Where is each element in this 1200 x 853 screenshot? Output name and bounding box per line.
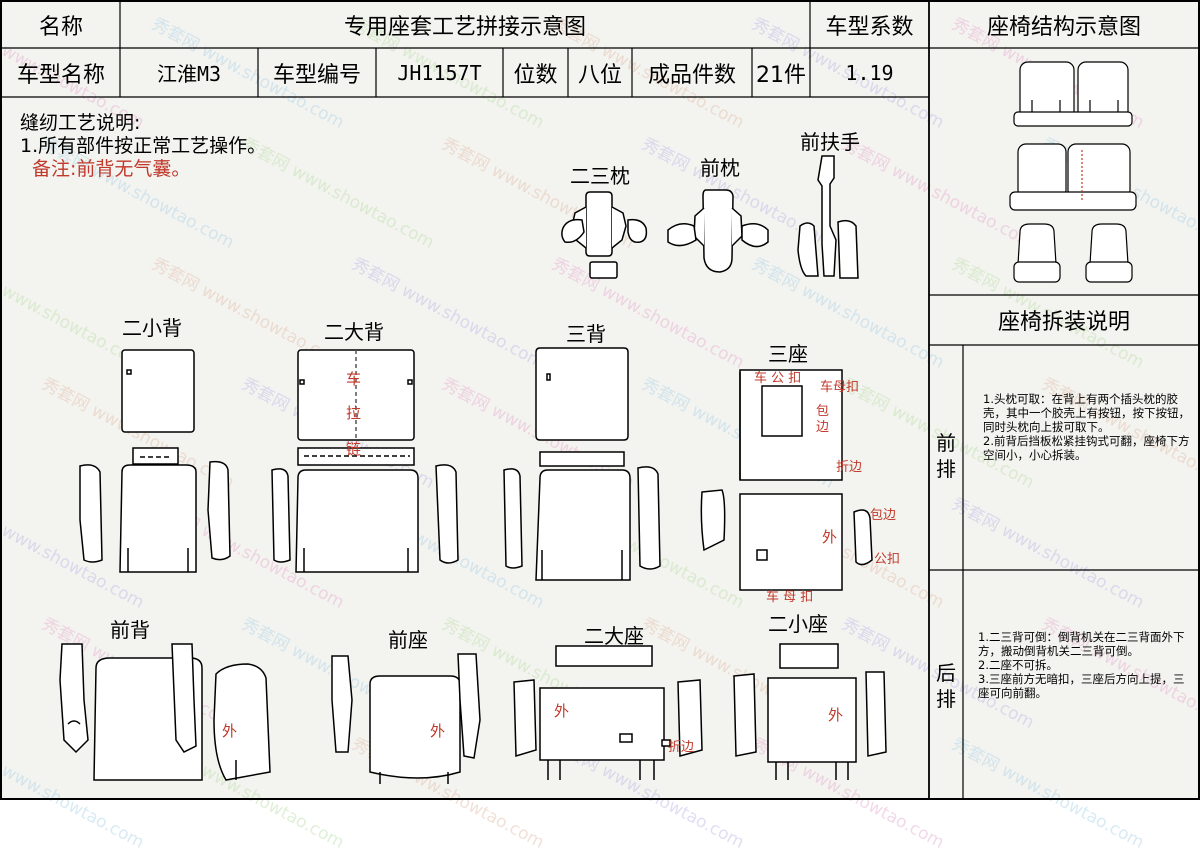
notes-remark: 备注:前背无气囊。 — [32, 158, 191, 180]
coef-label: 车型系数 — [825, 15, 914, 40]
label-seat3: 三座 — [768, 342, 808, 366]
notes-item-1: 1.所有部件按正常工艺操作。 — [20, 135, 267, 157]
label-p23-pillow: 二三枕 — [570, 164, 630, 188]
structure-mid-bench — [1009, 143, 1137, 211]
structure-front-seats — [1013, 223, 1133, 283]
sewing-notes: 缝纫工艺说明: 1.所有部件按正常工艺操作。 备注:前背无气囊。 — [20, 112, 266, 181]
label-front-back: 前背 — [110, 618, 150, 642]
anno-car-buckle: 车 公 扣 — [754, 371, 802, 386]
anno-car-female: 车 母 扣 — [766, 590, 814, 605]
pattern-back3 — [503, 347, 661, 581]
anno-outer-front-back: 外 — [222, 722, 238, 740]
anno-outer-seat2-small: 外 — [828, 706, 844, 724]
model-code-label: 车型编号 — [272, 62, 361, 88]
anno-zip-2: 拉 — [346, 404, 362, 422]
seats-label: 位数 — [513, 62, 558, 88]
pattern-seat2-small — [733, 643, 887, 780]
anno-outer-seat2-big: 外 — [554, 702, 570, 720]
model-name-label: 车型名称 — [16, 62, 105, 88]
pattern-front-back — [59, 643, 271, 781]
notes-title: 缝纫工艺说明: — [20, 112, 141, 134]
model-code: JH1157T — [397, 60, 482, 85]
pieces-value: 21件 — [756, 62, 806, 88]
rear-row-label: 后 排 — [936, 661, 956, 711]
disassembly-title: 座椅拆装说明 — [997, 310, 1130, 335]
pattern-p23-pillow — [561, 191, 648, 279]
label-seat2-big: 二大座 — [584, 624, 644, 648]
label-seat2-small: 二小座 — [768, 612, 828, 636]
pattern-front-armrest — [797, 155, 859, 279]
anno-outer-seat3: 外 — [822, 528, 838, 546]
anno-wrap-1: 包 — [816, 404, 830, 419]
anno-outer-front-seat: 外 — [430, 722, 446, 740]
name-label: 名称 — [38, 15, 83, 40]
pattern-pieces — [59, 155, 887, 784]
anno-wrap-edge: 包边 — [870, 508, 897, 523]
anno-zip-1: 车 — [346, 370, 362, 388]
anno-female-buckle: 车母扣 — [820, 380, 860, 395]
pattern-seat2-big — [513, 645, 703, 780]
anno-fold-edge-2: 折边 — [668, 740, 695, 755]
pattern-seat3 — [700, 369, 873, 591]
pattern-front-pillow — [667, 189, 769, 273]
front-row-label: 前 排 — [936, 431, 956, 481]
anno-male-buckle: 公扣 — [874, 552, 901, 567]
pattern-back2-big — [271, 349, 459, 573]
label-front-pillow: 前枕 — [700, 156, 740, 180]
struct-title: 座椅结构示意图 — [986, 15, 1141, 40]
anno-zip-3: 链 — [346, 440, 362, 458]
seat-structure-diagram — [1009, 61, 1137, 283]
front-row-text: 1.头枕可取：在背上有两个插头枕的胶壳，其中一个胶壳上有按钮，按下按钮，同时头枕… — [983, 392, 1190, 462]
label-back2-small: 二小背 — [122, 316, 182, 340]
pieces-label: 成品件数 — [647, 62, 736, 88]
model-name: 江淮M3 — [156, 62, 222, 86]
coef-value: 1.19 — [845, 60, 894, 85]
anno-fold-edge: 折边 — [836, 460, 863, 475]
seats-value: 八位 — [577, 62, 622, 88]
anno-wrap-2: 边 — [816, 420, 830, 435]
label-front-armrest: 前扶手 — [800, 130, 860, 154]
label-front-seat: 前座 — [388, 628, 428, 652]
sheet-grid — [0, 0, 1200, 800]
sheet-title: 专用座套工艺拼接示意图 — [343, 15, 586, 40]
pattern-back2-small — [79, 349, 231, 573]
label-back3: 三背 — [566, 322, 606, 346]
structure-rear-bench — [1013, 61, 1133, 127]
rear-row-text: 1.二三背可倒：倒背机关在二三背面外下方，搬动倒背机关二三背可倒。 2.二座不可… — [978, 630, 1185, 700]
label-back2-big: 二大背 — [324, 320, 384, 344]
pattern-front-seat — [331, 653, 481, 784]
